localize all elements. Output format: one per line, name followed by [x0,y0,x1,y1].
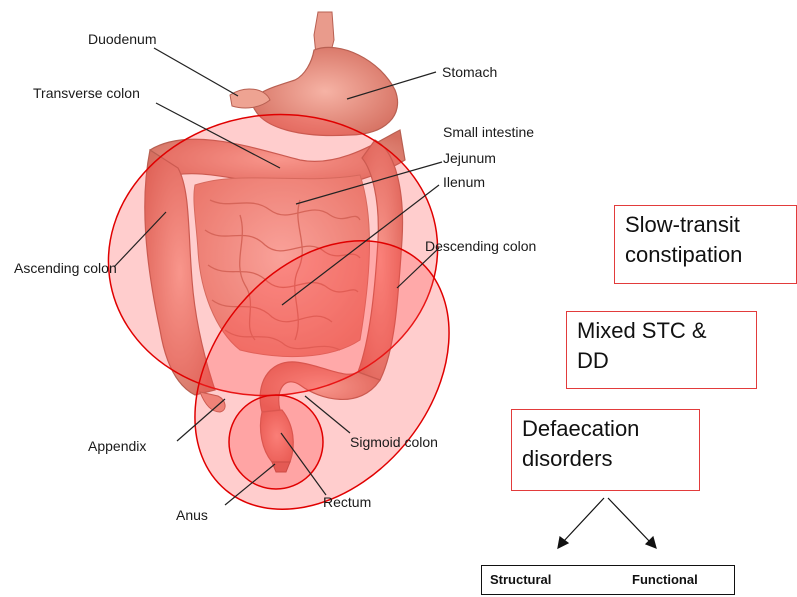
mixed-line-1: Mixed STC & [577,316,746,346]
mixed-stc-dd-box: Mixed STC & DD [566,311,757,389]
region-defaecation [229,395,323,489]
mixed-line-2: DD [577,346,746,376]
label-appendix: Appendix [88,438,146,454]
label-ileum: Ilenum [443,174,485,190]
slow-transit-constipation-box: Slow-transit constipation [614,205,797,284]
subtype-structural: Structural [490,572,551,587]
label-ascending-colon: Ascending colon [14,260,117,276]
defaecation-line-1: Defaecation [522,414,689,444]
defaecation-line-2: disorders [522,444,689,474]
label-transverse-colon: Transverse colon [33,85,140,101]
subtype-arrows [558,498,656,548]
subtype-functional: Functional [632,572,698,587]
slow-transit-line-2: constipation [625,240,786,270]
label-anus: Anus [176,507,208,523]
label-stomach: Stomach [442,64,497,80]
defaecation-disorders-box: Defaecation disorders [511,409,700,491]
label-sigmoid-colon: Sigmoid colon [350,434,438,450]
label-jejunum: Jejunum [443,150,496,166]
label-descending-colon: Descending colon [425,238,536,254]
label-duodenum: Duodenum [88,31,157,47]
label-small-intestine: Small intestine [443,124,534,140]
label-rectum: Rectum [323,494,371,510]
slow-transit-line-1: Slow-transit [625,210,786,240]
subtypes-box: Structural Functional [481,565,735,595]
